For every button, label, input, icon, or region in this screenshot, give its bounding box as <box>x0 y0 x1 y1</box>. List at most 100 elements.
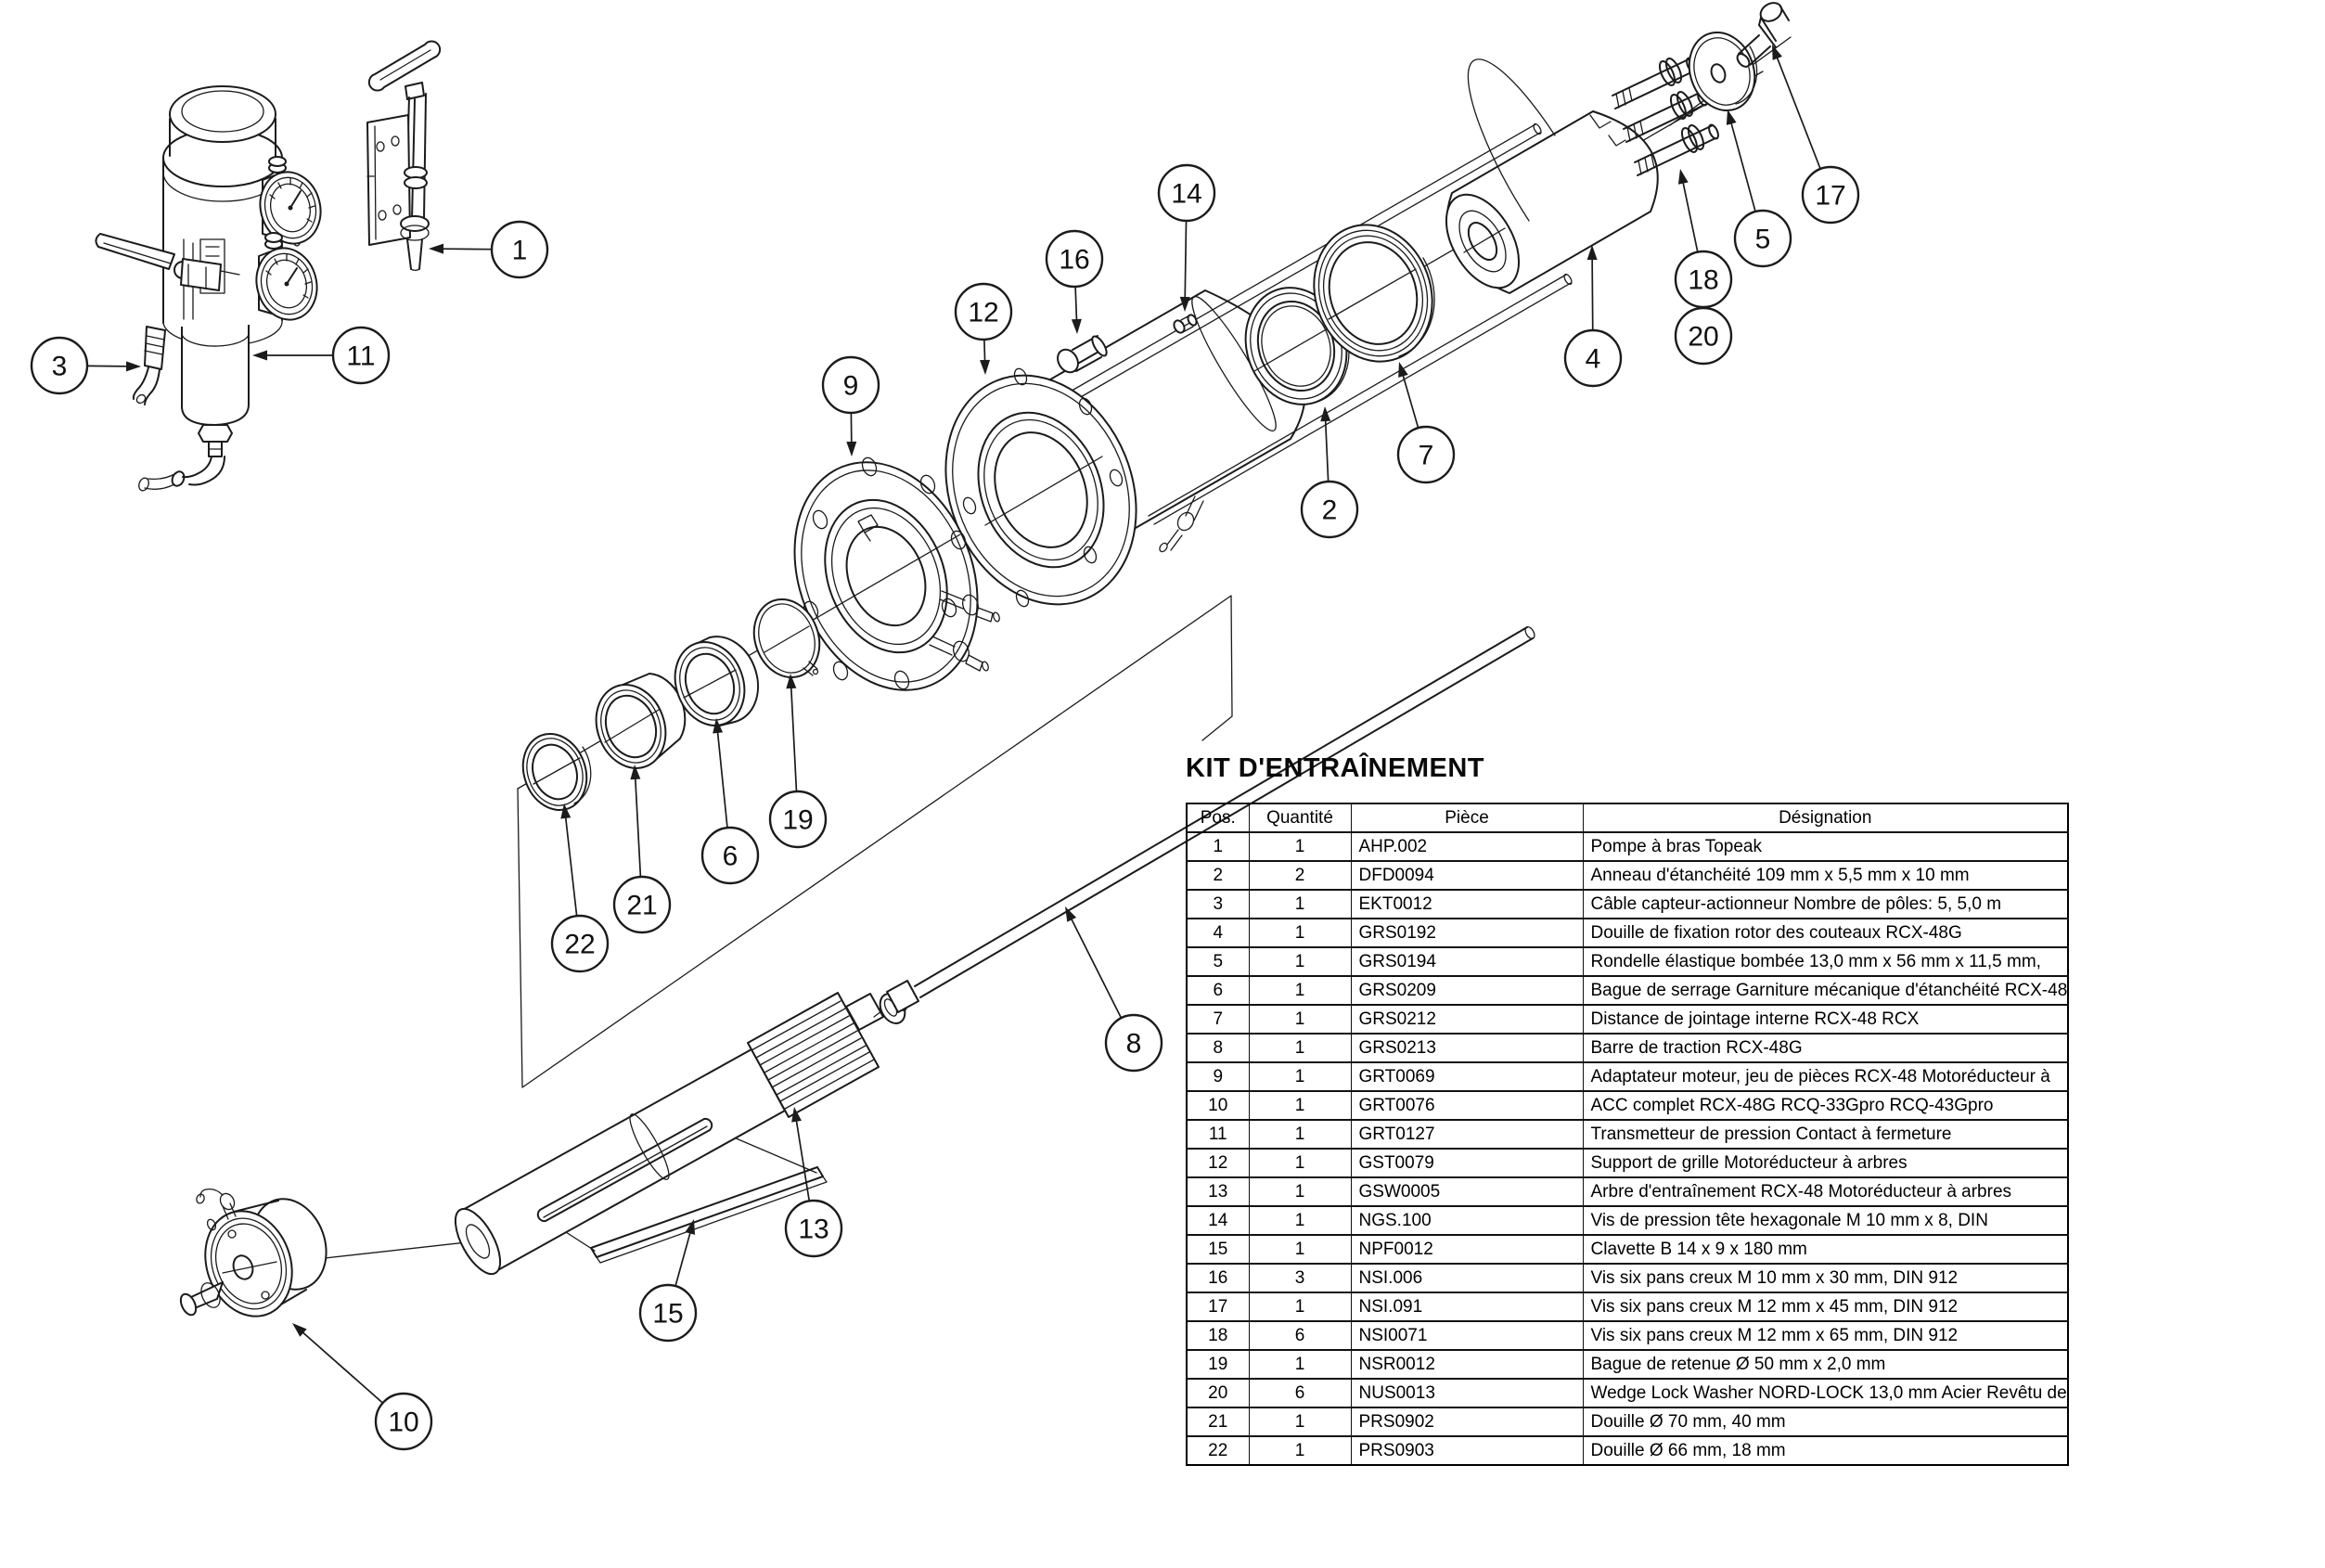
cell-designation: Vis six pans creux M 10 mm x 30 mm, DIN … <box>1582 1263 2069 1293</box>
distance-ring-7 <box>1313 224 1435 363</box>
callout-circle-10 <box>374 1392 433 1451</box>
cell-piece: DFD0094 <box>1350 860 1584 891</box>
cell-pos: 13 <box>1186 1176 1250 1207</box>
cell-qty: 1 <box>1248 831 1352 862</box>
cell-piece: NSI0071 <box>1350 1320 1584 1351</box>
callout-circle-3 <box>30 336 89 395</box>
leader-arrow-17 <box>1772 45 1782 60</box>
leader-arrow-3 <box>125 361 141 372</box>
flange-9-grease-fittings <box>929 590 1000 672</box>
leader-arrow-2 <box>1320 406 1331 422</box>
cell-qty: 1 <box>1248 1033 1352 1063</box>
cell-piece: PRS0903 <box>1350 1435 1584 1466</box>
cell-piece: NGS.100 <box>1350 1205 1584 1236</box>
cell-piece: GRS0213 <box>1350 1033 1584 1063</box>
cell-pos: 20 <box>1186 1378 1250 1408</box>
leader-arrow-6 <box>713 718 724 734</box>
cell-pos: 14 <box>1186 1205 1250 1236</box>
cell-piece: GRS0194 <box>1350 946 1584 977</box>
callout-label-18: 18 <box>1688 265 1718 296</box>
callout-label-14: 14 <box>1171 179 1201 210</box>
callout-circle-20 <box>1674 306 1733 366</box>
callout-circle-15 <box>638 1283 698 1343</box>
cell-designation: Bague de retenue Ø 50 mm x 2,0 mm <box>1582 1349 2069 1380</box>
callout-label-6: 6 <box>723 842 739 872</box>
leader-arrow-16 <box>1071 318 1082 334</box>
callout-label-19: 19 <box>782 805 813 836</box>
callout-label-9: 9 <box>843 371 859 402</box>
cell-pos: 7 <box>1186 1004 1250 1035</box>
callout-circle-13 <box>784 1199 843 1258</box>
cell-designation: Arbre d'entraînement RCX-48 Motoréducteu… <box>1582 1176 2069 1207</box>
callout-label-17: 17 <box>1815 181 1845 212</box>
cell-designation: Transmetteur de pression Contact à ferme… <box>1582 1119 2069 1150</box>
cell-qty: 1 <box>1248 975 1352 1006</box>
cap-screw-17 <box>1736 2 1790 68</box>
cell-piece: EKT0012 <box>1350 889 1584 919</box>
flange-12-bolt-holes <box>962 367 1124 608</box>
cell-qty: 1 <box>1248 1004 1352 1035</box>
cell-qty: 1 <box>1248 1435 1352 1466</box>
cell-pos: 4 <box>1186 918 1250 948</box>
cell-piece: NSR0012 <box>1350 1349 1584 1380</box>
flange-9-bolt-holes <box>803 456 967 690</box>
callout-label-21: 21 <box>626 891 657 921</box>
cell-qty: 1 <box>1248 1090 1352 1121</box>
leader-arrow-14 <box>1179 296 1190 312</box>
callout-label-13: 13 <box>798 1215 829 1245</box>
callout-label-8: 8 <box>1126 1029 1142 1060</box>
socket-screw-16 <box>1057 335 1108 374</box>
page-title: KIT D'ENTRAÎNEMENT <box>1186 753 1484 783</box>
set-screw-14 <box>1173 314 1198 334</box>
callout-circle-5 <box>1733 209 1792 268</box>
sensor-cable-3 <box>132 326 166 405</box>
leader-arrow-12 <box>980 359 991 375</box>
leader-line-7 <box>1402 375 1419 430</box>
cell-qty: 1 <box>1248 1061 1352 1092</box>
cell-piece: GRT0076 <box>1350 1090 1584 1121</box>
leader-line-10 <box>302 1331 384 1404</box>
keyway-tab <box>857 514 879 542</box>
leader-arrow-21 <box>630 765 641 780</box>
drawing-frame <box>517 595 1233 1088</box>
callout-circle-4 <box>1563 328 1623 388</box>
housing-grease-fitting <box>1159 495 1204 553</box>
cell-pos: 10 <box>1186 1090 1250 1121</box>
leader-line-4 <box>1591 259 1594 331</box>
hand-pump-drawing <box>366 40 442 271</box>
pressure-pump-drawing <box>95 85 322 492</box>
cell-designation: ACC complet RCX-48G RCQ-33Gpro RCQ-43Gpr… <box>1582 1090 2069 1121</box>
callout-circle-2 <box>1300 480 1359 539</box>
callout-circle-7 <box>1396 425 1456 484</box>
leader-arrow-19 <box>786 674 797 689</box>
leader-arrow-22 <box>560 803 572 819</box>
cell-designation: Douille Ø 70 mm, 40 mm <box>1582 1407 2069 1437</box>
leader-line-12 <box>983 339 986 361</box>
cell-designation: Câble capteur-actionneur Nombre de pôles… <box>1582 889 2069 919</box>
cell-pos: 9 <box>1186 1061 1250 1092</box>
tie-rods <box>1066 122 1573 525</box>
leader-line-18 <box>1682 182 1699 253</box>
leader-arrow-13 <box>791 1107 802 1123</box>
leader-arrow-11 <box>252 350 267 361</box>
cell-designation: Pompe à bras Topeak <box>1582 831 2069 862</box>
cell-qty: 6 <box>1248 1378 1352 1408</box>
cell-piece: GRS0212 <box>1350 1004 1584 1035</box>
leader-line-14 <box>1184 220 1188 298</box>
cell-qty: 1 <box>1248 1176 1352 1207</box>
column-header-designation: Désignation <box>1582 803 2069 833</box>
leader-line-21 <box>634 778 642 878</box>
callout-circle-19 <box>768 790 828 849</box>
cell-qty: 1 <box>1248 918 1352 948</box>
bushing-22 <box>521 732 592 812</box>
cell-pos: 3 <box>1186 889 1250 919</box>
callout-circle-12 <box>954 282 1013 341</box>
